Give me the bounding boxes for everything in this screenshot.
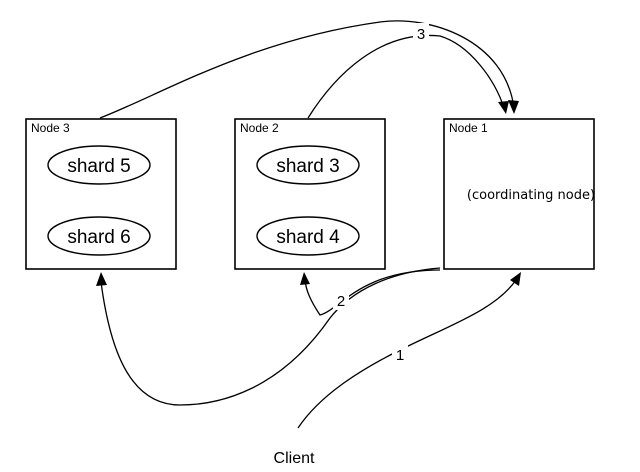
edge-1-label: 1 [396, 347, 404, 364]
node-1-box [443, 118, 595, 270]
client-label: Client [274, 450, 315, 467]
edge-2: 2 [96, 267, 441, 406]
edge-3-arrowhead-b [498, 101, 509, 114]
edge-2-line-to-node2 [304, 269, 441, 316]
edge-3-arrowhead-a [508, 100, 519, 114]
shard-3-label: shard 3 [276, 156, 339, 177]
edge-2-arrowhead-node2 [300, 272, 310, 285]
shard-3: shard 3 [256, 145, 360, 185]
edge-3-line-from-node3 [99, 20, 515, 119]
node-3-title: Node 3 [31, 121, 70, 135]
node-2: Node 2 shard 3 shard 4 [234, 118, 386, 270]
edge-3-line-from-node2 [307, 34, 505, 119]
shard-6-ellipse [47, 216, 151, 256]
edge-2-line-to-node3 [100, 267, 441, 406]
shard-6: shard 6 [47, 216, 151, 256]
node-3: Node 3 shard 5 shard 6 [25, 118, 177, 270]
edge-1-arrowhead [510, 272, 521, 286]
node-1: Node 1 (coordinating node) [443, 118, 595, 270]
node-1-title: Node 1 [449, 121, 488, 135]
shard-6-label: shard 6 [67, 227, 130, 248]
edge-3-label: 3 [417, 26, 425, 43]
node-1-role-label: (coordinating node) [467, 188, 595, 203]
shard-4-label: shard 4 [276, 227, 340, 248]
edge-3: 3 [99, 20, 519, 119]
edge-2-arrowhead-node3 [96, 272, 107, 286]
shard-5-label: shard 5 [67, 156, 130, 177]
edge-1: 1 [297, 272, 521, 429]
node-2-title: Node 2 [240, 121, 279, 135]
shard-4-ellipse [256, 216, 360, 256]
shard-3-ellipse [256, 145, 360, 185]
shard-4: shard 4 [256, 216, 360, 256]
shard-5: shard 5 [47, 145, 151, 185]
shard-5-ellipse [47, 145, 151, 185]
edge-2-label: 2 [337, 293, 345, 310]
